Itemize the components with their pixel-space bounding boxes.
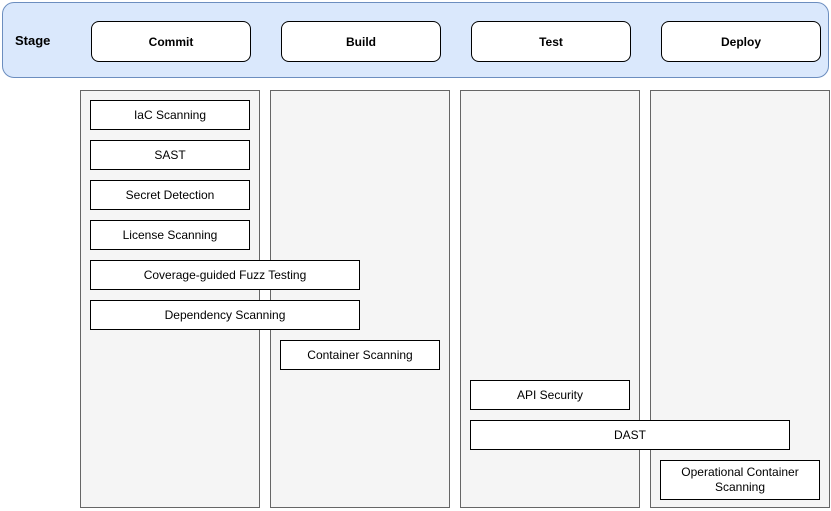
lane-build [270,90,450,508]
task-dependency-scanning: Dependency Scanning [90,300,360,330]
task-api-security: API Security [470,380,630,410]
task-dast: DAST [470,420,790,450]
task-license-scanning: License Scanning [90,220,250,250]
task-operational-container-scanning: Operational Container Scanning [660,460,820,500]
task-secret-detection: Secret Detection [90,180,250,210]
stage-label: Stage [15,32,51,48]
task-container-scanning: Container Scanning [280,340,440,370]
stage-node-commit: Commit [91,21,251,62]
task-sast: SAST [90,140,250,170]
stage-node-build: Build [281,21,441,62]
stage-node-test: Test [471,21,631,62]
stage-header-bar: Stage Commit Build Test Deploy [2,2,829,78]
stage-node-deploy: Deploy [661,21,821,62]
task-coverage-guided-fuzz-testing: Coverage-guided Fuzz Testing [90,260,360,290]
task-iac-scanning: IaC Scanning [90,100,250,130]
